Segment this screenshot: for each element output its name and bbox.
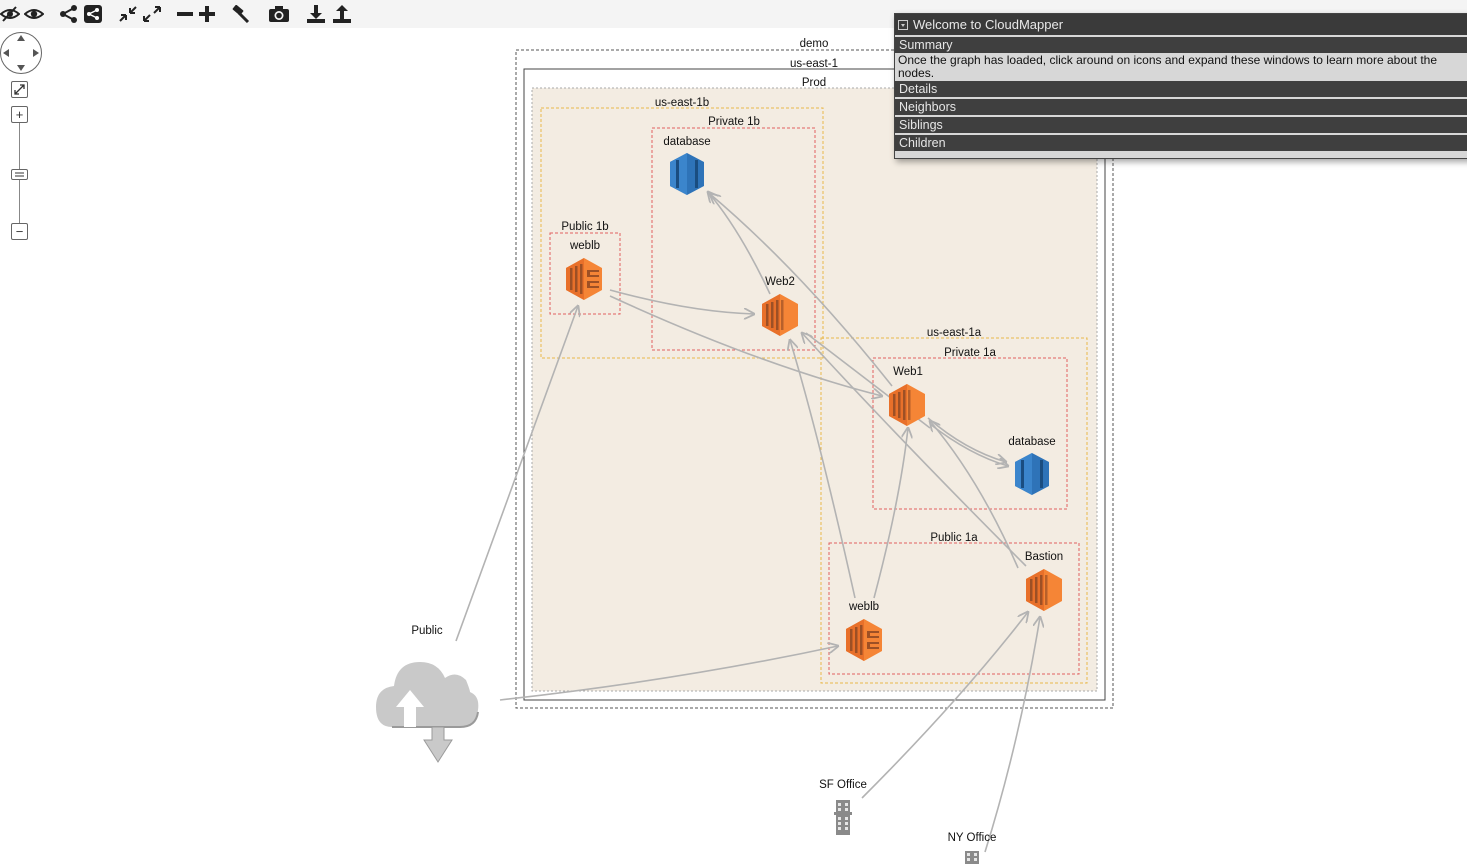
zoom-in-button[interactable]: + [11,106,28,123]
share-icon[interactable] [57,2,81,26]
node-label: Public [411,625,443,637]
fit-view-button[interactable] [11,81,28,98]
private-1b-label: Private 1b [708,116,760,128]
vpc-label: Prod [802,77,826,89]
private-1b-container[interactable] [651,127,816,351]
edge-public-weblb-b [455,306,578,642]
az-a-container[interactable] [820,337,1088,684]
building-icon [834,800,852,835]
edge-public-weblb-a [499,646,838,701]
node-label: Web2 [765,276,795,288]
zoom-out-icon[interactable] [173,2,197,26]
az-a-label: us-east-1a [927,327,982,339]
section-siblings[interactable]: Siblings [895,117,1467,133]
collapse-icon[interactable] [116,2,140,26]
edge-weblb-b-web1 [609,295,882,396]
node-database-b[interactable]: database [663,136,711,195]
node-label: Web1 [893,366,923,378]
node-label: database [1008,436,1055,448]
node-ny-office[interactable]: NY Office [948,832,997,864]
node-bastion[interactable]: Bastion [1025,551,1063,611]
section-neighbors[interactable]: Neighbors [895,99,1467,115]
node-label: NY Office [948,832,997,844]
node-label: database [663,136,710,148]
node-web2[interactable]: Web2 [762,276,798,336]
edges [455,192,1040,853]
summary-text: Once the graph has loaded, click around … [898,53,1438,80]
region-label: us-east-1 [790,58,838,70]
private-1a-label: Private 1a [944,347,996,359]
section-children[interactable]: Children [895,135,1467,151]
info-panel[interactable]: Welcome to CloudMapper Summary Once the … [894,13,1467,159]
show-eye-icon[interactable] [22,2,46,26]
edge-bastion-web1 [930,421,1019,569]
node-weblb-a[interactable]: weblb [846,601,882,661]
download-icon[interactable] [304,2,328,26]
demo-label: demo [800,38,829,50]
node-weblb-b[interactable]: weblb [566,240,602,300]
section-details[interactable]: Details [895,81,1467,97]
cloud-icon [376,662,479,763]
hammer-icon[interactable] [229,2,253,26]
zoom-in-icon[interactable] [195,2,219,26]
edge-bastion-web2 [802,333,1027,567]
edge-web1-database-b [710,194,893,387]
panel-title: Welcome to CloudMapper [913,17,1064,32]
panel-title-bar[interactable]: Welcome to CloudMapper [895,14,1467,35]
node-label: weblb [569,240,600,252]
node-sf-office[interactable]: SF Office [819,779,867,835]
upload-icon[interactable] [330,2,354,26]
public-1a-container[interactable] [828,542,1080,675]
edge-sf-office-bastion [861,612,1028,799]
section-summary[interactable]: Summary [895,37,1467,53]
expand-icon[interactable] [140,2,164,26]
public-1b-container[interactable] [549,232,621,315]
edge-ny-office-bastion [984,617,1040,853]
edge-weblb-a-web2 [790,340,856,599]
node-web1[interactable]: Web1 [889,366,925,426]
az-b-label: us-east-1b [655,97,709,109]
hide-eye-icon[interactable] [0,2,22,26]
edge-weblb-a-web1 [873,428,908,599]
node-public[interactable]: Public [376,625,479,763]
node-database-a[interactable]: database [1008,436,1056,495]
vpc-container[interactable] [531,87,1098,692]
minimize-icon[interactable] [898,19,908,30]
node-label: SF Office [819,779,867,791]
edge-weblb-b-web2 [609,289,754,314]
zoom-out-button[interactable]: − [11,223,28,240]
camera-icon[interactable] [267,2,291,26]
az-b-container[interactable] [540,107,824,359]
public-1b-label: Public 1b [561,221,608,233]
node-label: weblb [848,601,879,613]
building-icon [965,851,979,864]
zoom-slider-handle[interactable] [11,169,28,180]
share-box-icon[interactable] [81,2,105,26]
node-label: Bastion [1025,551,1063,563]
pan-control[interactable] [0,32,42,74]
public-1a-label: Public 1a [930,532,978,544]
